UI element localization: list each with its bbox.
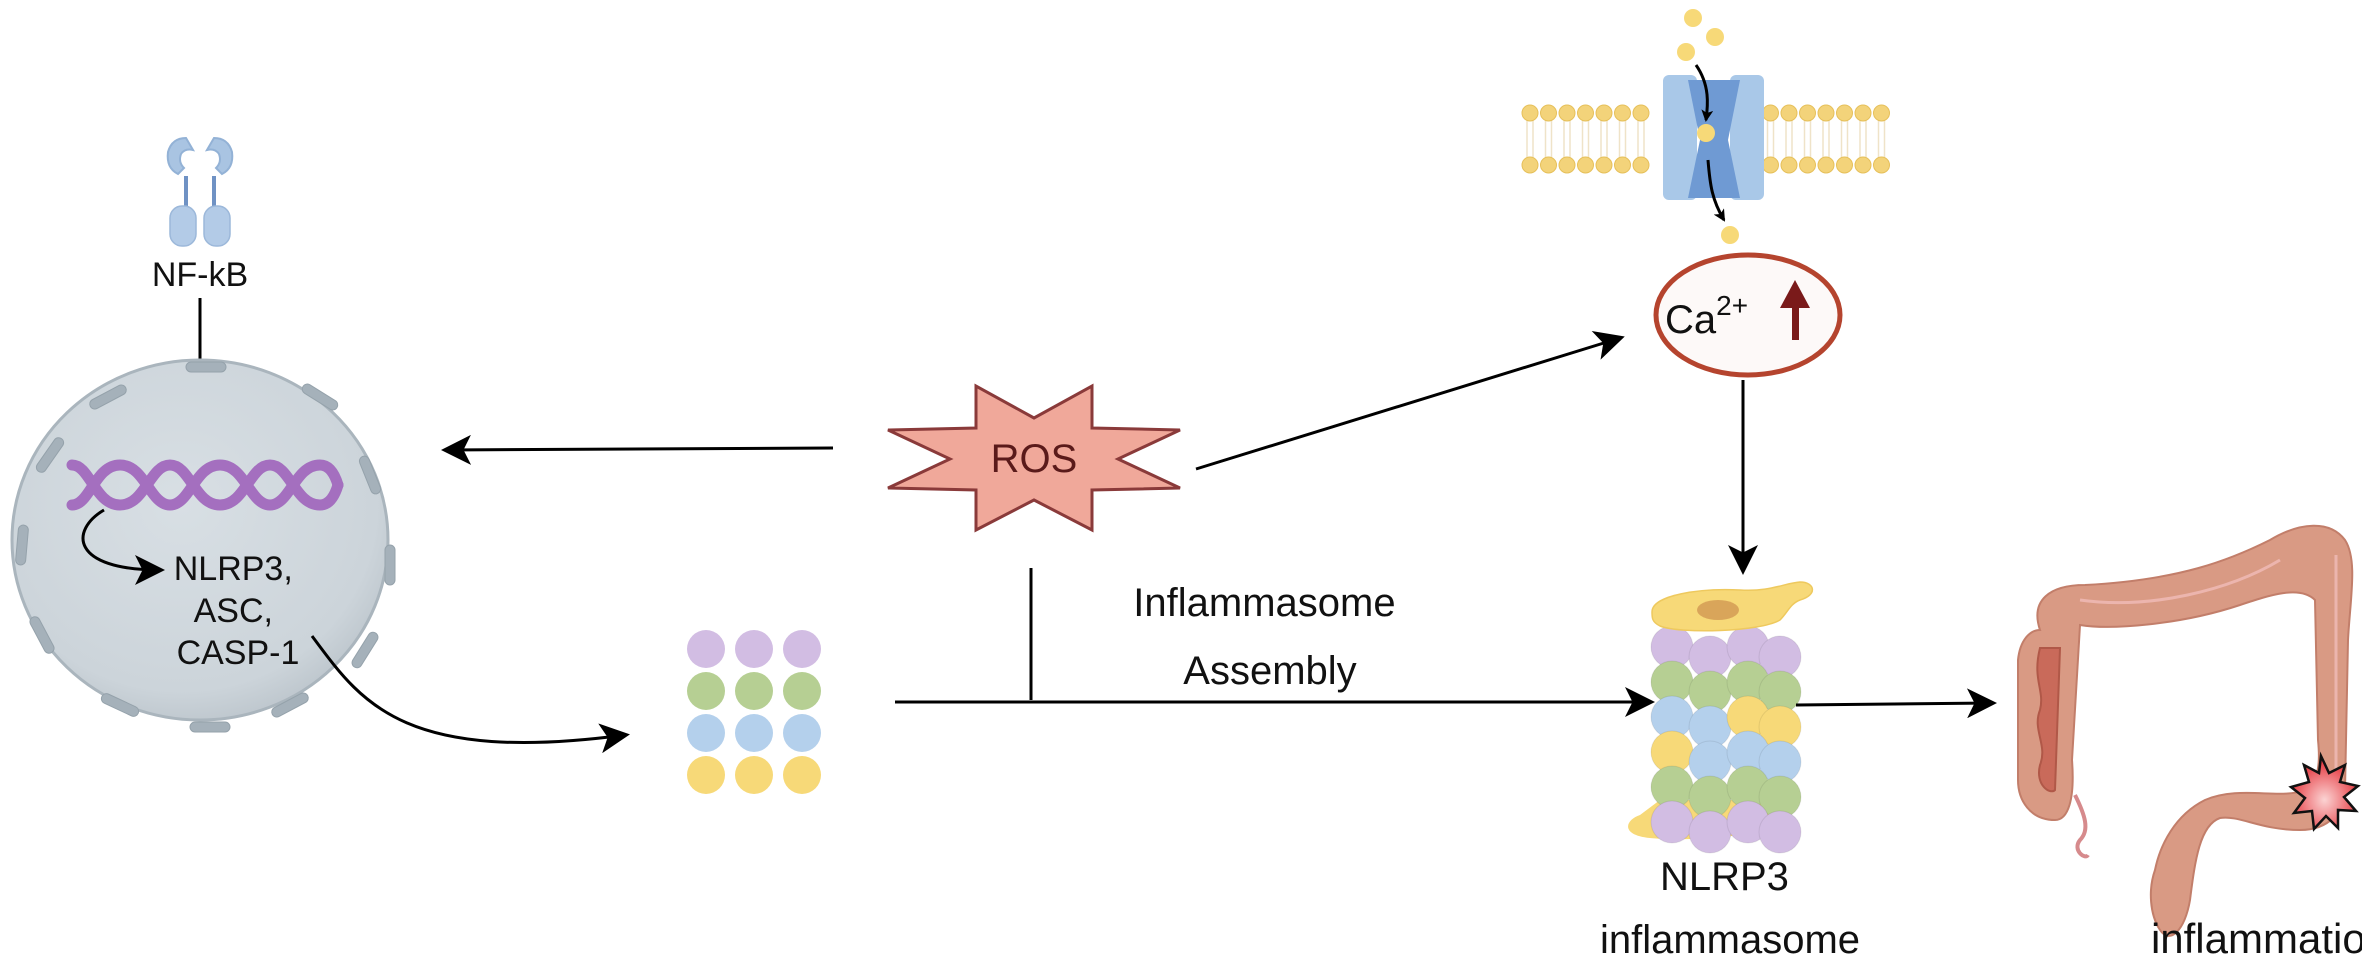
lipid-head	[1595, 104, 1613, 122]
gene-nlrp3: NLRP3,	[174, 550, 293, 588]
lipid-head	[1558, 104, 1576, 122]
lipid-head	[1577, 156, 1594, 174]
lipid-head	[1558, 156, 1576, 174]
lipid-head	[1577, 104, 1594, 122]
lipid-head	[1540, 104, 1557, 122]
lipid-head	[1762, 156, 1779, 174]
inflammasome-subunit	[1688, 810, 1732, 854]
lipid-head	[1817, 104, 1835, 122]
lipid-head	[1780, 104, 1798, 122]
increase-arrow-icon	[1780, 280, 1810, 340]
component-yellow-subunit	[735, 756, 773, 794]
nucleus-icon	[10, 358, 396, 733]
assembly-label: Inflammasome Assembly	[1133, 581, 1406, 693]
lipid-head	[1614, 104, 1631, 122]
component-green-subunit	[735, 672, 773, 710]
arrow-genes-to-components	[310, 635, 630, 754]
lipid-head	[1595, 156, 1613, 174]
calcium-indicator: Ca2+	[1653, 252, 1843, 378]
inflammasome-pore	[1697, 600, 1739, 620]
arrow-inflammasome-to-inflammation	[1795, 688, 1997, 719]
lipid-head	[1762, 104, 1779, 122]
calcium-channel-icon	[1521, 9, 1890, 244]
dna-helix-icon	[66, 459, 344, 511]
lipid-head	[1540, 156, 1557, 174]
gene-asc: ASC,	[194, 592, 273, 630]
arrow-dna-to-genes	[81, 508, 165, 585]
lipid-head	[1854, 156, 1872, 174]
component-green-subunit	[687, 672, 725, 710]
ros-label: ROS	[991, 437, 1078, 481]
component-yellow-subunit	[783, 756, 821, 794]
lipid-head	[1521, 104, 1539, 122]
component-yellow-subunit	[687, 756, 725, 794]
component-blue-subunit	[687, 714, 725, 752]
lipid-head	[1799, 156, 1816, 174]
nlrp3-inflammasome-icon	[1628, 581, 1814, 854]
lipid-head	[1632, 156, 1650, 174]
component-purple-subunit	[783, 630, 821, 668]
lipid-head	[1632, 104, 1650, 122]
lipid-head	[1873, 156, 1890, 174]
inflammasome-subunit	[1758, 810, 1802, 854]
colon-icon	[2017, 524, 2354, 937]
lipid-head	[1614, 156, 1631, 174]
inflammasome-label: NLRP3 inflammasome	[1600, 855, 1860, 962]
lipid-head	[1854, 104, 1872, 122]
arrow-ros-to-calcium	[1195, 331, 1625, 471]
lipid-head	[1873, 104, 1890, 122]
lipid-head	[1799, 104, 1816, 122]
component-purple-subunit	[735, 630, 773, 668]
inflammasome-subunit	[1650, 800, 1694, 844]
inflammation-burst-icon	[2288, 751, 2361, 832]
lipid-head	[1836, 104, 1853, 122]
nfkb-dimer-icon	[166, 136, 234, 247]
lipid-head	[1817, 156, 1835, 174]
gene-list: NLRP3, ASC, CASP-1	[174, 550, 303, 672]
gene-casp1: CASP-1	[177, 634, 300, 672]
component-blue-subunit	[735, 714, 773, 752]
lipid-head	[1836, 156, 1853, 174]
calcium-label: Ca2+	[1665, 290, 1748, 342]
lipid-head	[1521, 156, 1539, 174]
ros-burst-icon	[887, 383, 1181, 533]
inflammasome-components-icon	[687, 630, 821, 794]
component-purple-subunit	[687, 630, 725, 668]
lipid-head	[1780, 156, 1798, 174]
component-blue-subunit	[783, 714, 821, 752]
inflammation-label: inflammation	[2151, 915, 2362, 962]
component-green-subunit	[783, 672, 821, 710]
nfkb-label: NF-kB	[152, 256, 248, 294]
arrow-ros-to-nucleus	[441, 434, 834, 465]
